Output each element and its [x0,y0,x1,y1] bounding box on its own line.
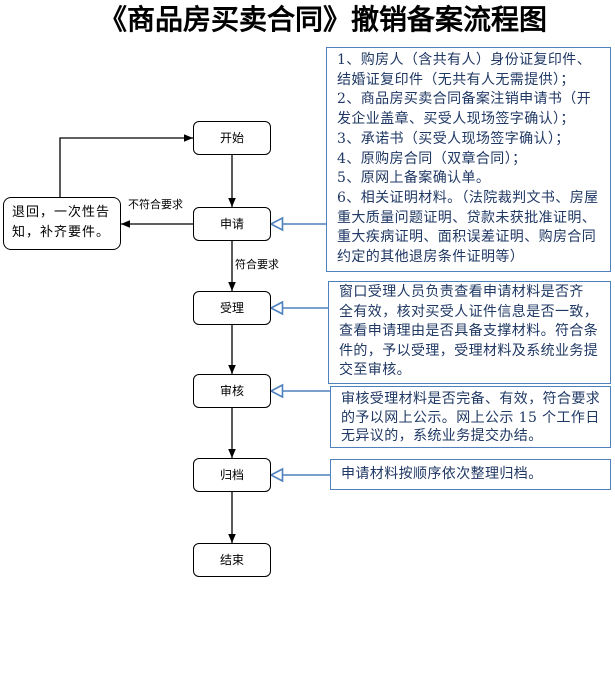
page-title: 《商品房买卖合同》撤销备案流程图 [98,3,547,36]
note-line: 查看申请理由是否具备支撑材料。符合条 [339,323,599,340]
edge-label-not-qualified: 不符合要求 [128,198,183,211]
note-archive-rules: 申请材料按顺序依次整理归档。 [330,459,611,490]
note-line: 窗口受理人员负责查看申请材料是否齐 [339,284,584,300]
note-line: 的予以网上公示。网上公示 15 个工作日 [341,409,600,426]
node-archive: 归档 [193,458,271,492]
note-line: 结婚证复印件（无共有人无需提供）； [337,71,575,88]
note-line: 无异议的，系统业务提交办结。 [341,428,543,445]
node-review-label: 审核 [219,384,244,398]
note-line: 审核受理材料是否完备、有效，符合要求 [341,391,601,407]
note-line: 交至审核。 [339,362,411,379]
note-line: 全有效，核对买受人证件信息是否一致， [339,303,599,320]
note-line: 重大疾病证明、面积误差证明、购房合同 [337,229,597,246]
note-line: 1、购房人（含共有人）身份证复印件、 [337,52,592,68]
node-apply: 申请 [193,207,271,241]
node-review: 审核 [193,374,271,408]
node-return: 退回，一次性告 知，补齐要件。 [3,197,121,250]
node-archive-label: 归档 [219,468,244,482]
note-line: 发企业盖章、买受人现场签字确认）； [337,111,575,128]
node-end: 结束 [193,543,271,577]
edge-label-qualified: 符合要求 [235,258,279,271]
note-line: 3、承诺书（买受人现场签字确认）； [337,130,570,147]
note-line: 2、商品房买卖合同备案注销申请书（开 [337,91,592,108]
note-line: 5、原网上备案确认单。 [337,170,491,187]
note-line: 6、相关证明材料。（法院裁判文书、房屋 [337,189,599,206]
note-line: 申请材料按顺序依次整理归档。 [341,466,543,482]
arrow-return-to-start [59,134,193,197]
return-line: 退回，一次性告 [12,205,111,220]
note-line: 4、原购房合同（双章合同）； [337,150,527,167]
note-accept-rules: 窗口受理人员负责查看申请材料是否齐 全有效，核对买受人证件信息是否一致， 查看申… [328,281,611,384]
node-apply-label: 申请 [219,217,244,231]
node-end-label: 结束 [219,553,244,567]
node-accept-label: 受理 [219,301,244,315]
node-start: 开始 [193,121,271,155]
note-line: 件的，予以受理，受理材料及系统业务提 [339,342,599,359]
note-line: 重大质量问题证明、贷款未获批准证明、 [337,209,597,226]
return-line: 知，补齐要件。 [12,225,111,240]
node-accept: 受理 [193,291,271,325]
note-apply-materials: 1、购房人（含共有人）身份证复印件、 结婚证复印件（无共有人无需提供）； 2、商… [326,47,611,272]
node-start-label: 开始 [219,131,244,145]
note-line: 约定的其他退房条件证明等） [337,249,525,266]
note-review-rules: 审核受理材料是否完备、有效，符合要求 的予以网上公示。网上公示 15 个工作日 … [330,386,611,448]
